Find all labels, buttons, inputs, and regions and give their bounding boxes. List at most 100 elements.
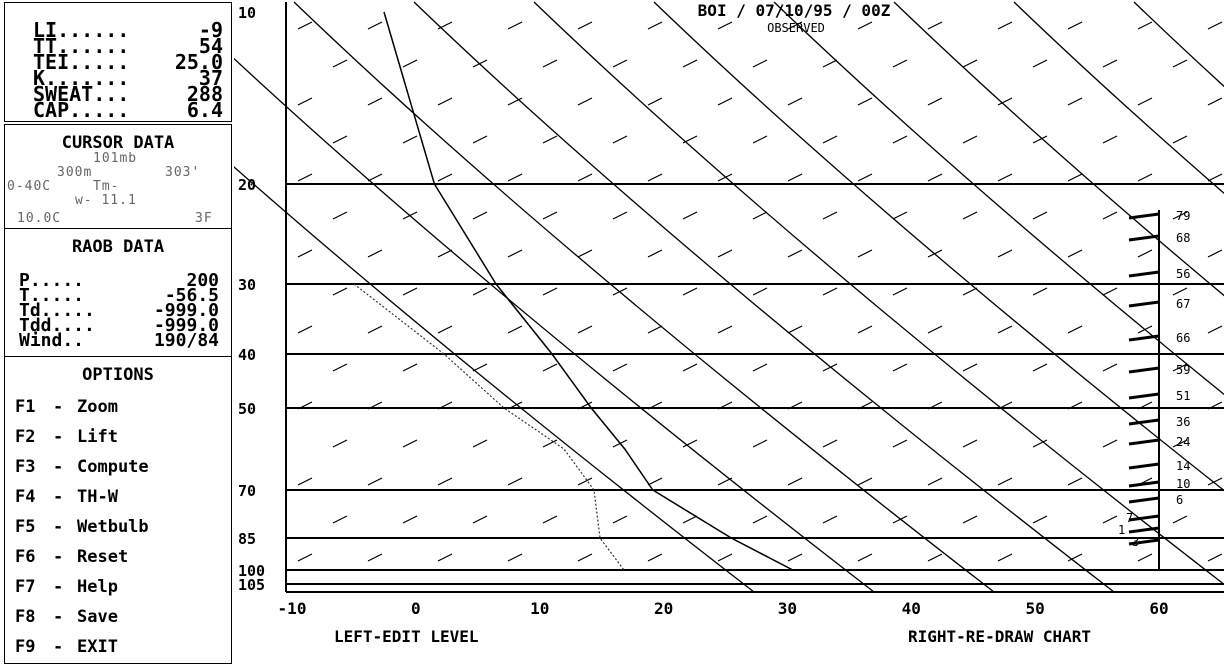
mixing-ratio-dash — [507, 325, 523, 334]
mixing-ratio-dash — [752, 59, 768, 68]
mixing-ratio-dash — [367, 401, 383, 410]
mixing-ratio-dash — [577, 97, 593, 106]
wind-barb — [1128, 392, 1160, 400]
temperature-tick-label: 20 — [654, 599, 673, 618]
option-exit[interactable]: F9-EXIT — [15, 637, 118, 657]
raob-value: -56.5 — [164, 285, 219, 306]
mixing-ratio-dash — [647, 325, 663, 334]
chart-title: BOI / 07/10/95 / 00Z — [698, 1, 891, 20]
cursor-data-panel: CURSOR DATA 101mb 300m 303' 0-40C Tm- w-… — [4, 124, 232, 230]
mixing-ratio-dash — [507, 553, 523, 562]
index-label: TT...... — [33, 34, 130, 58]
mixing-ratio-dash — [927, 553, 943, 562]
raob-value: 200 — [186, 270, 219, 291]
wind-speed-label: 51 — [1176, 389, 1190, 403]
mixing-ratio-dash — [367, 173, 383, 182]
mixing-ratio-dash — [787, 249, 803, 258]
mixing-ratio-dash — [962, 515, 978, 524]
option-th-w[interactable]: F4-TH-W — [15, 487, 118, 507]
mixing-ratio-dash — [1032, 211, 1048, 220]
option-label: Zoom — [77, 397, 118, 417]
wind-speed-label: 79 — [1176, 209, 1190, 223]
index-value: 288 — [186, 82, 223, 106]
mixing-ratio-dash — [297, 401, 313, 410]
pressure-tick-label: 30 — [238, 276, 256, 294]
mixing-ratio-dash — [1102, 59, 1118, 68]
temperature-tick-label: 60 — [1149, 599, 1168, 618]
cursor-tm: Tm- — [93, 179, 120, 194]
mixing-ratio-dash — [297, 173, 313, 182]
mixing-ratio-dash — [612, 363, 628, 372]
dry-adiabat — [293, 1, 995, 593]
mixing-ratio-dash — [332, 211, 348, 220]
dry-adiabat — [1133, 1, 1224, 88]
mixing-ratio-dash — [1067, 21, 1083, 30]
index-label: LI...... — [33, 18, 130, 42]
mixing-ratio-dash — [787, 553, 803, 562]
wind-barb — [1128, 300, 1160, 308]
raob-label: Wind.. — [19, 330, 85, 351]
mixing-ratio-dash — [402, 287, 418, 296]
mixing-ratio-dash — [367, 477, 383, 486]
mixing-ratio-dash — [892, 135, 908, 144]
wind-speed-label: 68 — [1176, 231, 1190, 245]
mixing-ratio-dash — [752, 439, 768, 448]
mixing-ratio-dash — [647, 97, 663, 106]
mixing-ratio-dash — [927, 173, 943, 182]
mixing-ratio-dash — [1102, 515, 1118, 524]
mixing-ratio-dash — [472, 287, 488, 296]
mixing-ratio-dash — [892, 287, 908, 296]
mixing-ratio-dash — [962, 439, 978, 448]
mixing-ratio-dash — [437, 249, 453, 258]
cursor-height-ft: 303' — [165, 165, 201, 180]
mixing-ratio-dash — [437, 173, 453, 182]
mixing-ratio-dash — [962, 363, 978, 372]
mixing-ratio-dash — [647, 553, 663, 562]
wind-speed-label: 7 — [1126, 511, 1133, 525]
dry-adiabat — [773, 1, 1224, 396]
mixing-ratio-dash — [577, 477, 593, 486]
option-zoom[interactable]: F1-Zoom — [15, 397, 118, 417]
mixing-ratio-dash — [1172, 211, 1188, 220]
mixing-ratio-dash — [1067, 477, 1083, 486]
raob-label: Td..... — [19, 300, 95, 321]
mixing-ratio-dash — [962, 287, 978, 296]
cursor-temp-f: 3F — [195, 211, 213, 226]
raob-data-panel: RAOB DATA P.....200 T.....-56.5 Td.....-… — [4, 228, 232, 358]
mixing-ratio-dash — [507, 401, 523, 410]
mixing-ratio-dash — [997, 401, 1013, 410]
option-compute[interactable]: F3-Compute — [15, 457, 149, 477]
mixing-ratio-dash — [577, 401, 593, 410]
mixing-ratio-dash — [472, 135, 488, 144]
mixing-ratio-dash — [332, 515, 348, 524]
temperature-tick-label: 30 — [778, 599, 797, 618]
option-lift[interactable]: F2-Lift — [15, 427, 118, 447]
mixing-ratio-dash — [472, 363, 488, 372]
mixing-ratio-dash — [577, 21, 593, 30]
pressure-tick-label: 20 — [238, 176, 256, 194]
mixing-ratio-dash — [1102, 211, 1118, 220]
option-wetbulb[interactable]: F5-Wetbulb — [15, 517, 149, 537]
cursor-mixing-ratio: w- 11.1 — [75, 193, 137, 208]
option-label: EXIT — [77, 637, 118, 657]
mixing-ratio-dash — [1172, 515, 1188, 524]
mixing-ratio-dash — [1207, 97, 1223, 106]
mixing-ratio-dash — [437, 553, 453, 562]
option-reset[interactable]: F6-Reset — [15, 547, 129, 567]
option-key: F9 — [15, 637, 36, 657]
mixing-ratio-dash — [822, 287, 838, 296]
pressure-tick-label: 70 — [238, 482, 256, 500]
option-save[interactable]: F8-Save — [15, 607, 118, 627]
pressure-tick-label: 85 — [238, 530, 256, 548]
mixing-ratio-dash — [1067, 249, 1083, 258]
mixing-ratio-dash — [892, 515, 908, 524]
mixing-ratio-dash — [857, 553, 873, 562]
mixing-ratio-dash — [472, 59, 488, 68]
mixing-ratio-dash — [402, 515, 418, 524]
option-help[interactable]: F7-Help — [15, 577, 118, 597]
mixing-ratio-dash — [612, 211, 628, 220]
mixing-ratio-dash — [927, 477, 943, 486]
mixing-ratio-dash — [1207, 477, 1223, 486]
